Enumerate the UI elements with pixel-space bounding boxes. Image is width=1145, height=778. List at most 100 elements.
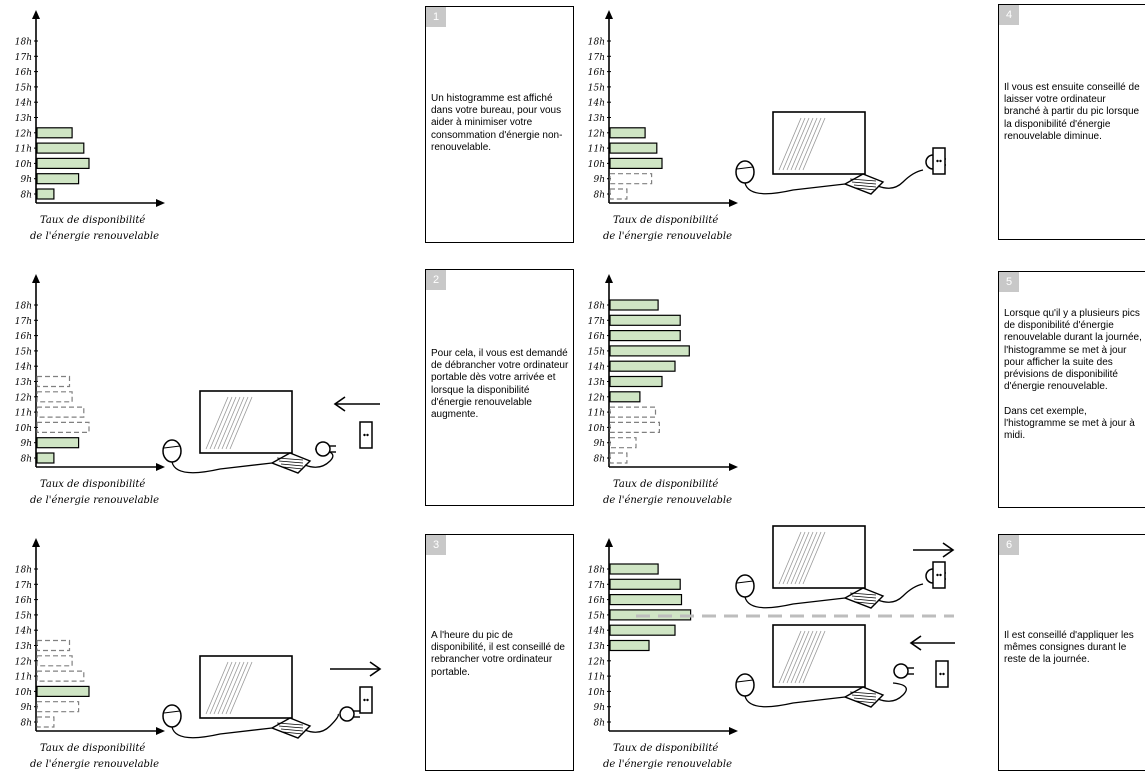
socket-hole — [366, 433, 369, 437]
key-row — [849, 691, 877, 695]
arrowhead — [369, 661, 382, 677]
power-cable — [877, 169, 924, 189]
y-tick-label: 16h — [15, 332, 32, 342]
laptop-keyboard — [843, 587, 885, 609]
bar-dashed-11h — [36, 406, 85, 418]
y-axis-arrow — [605, 10, 613, 19]
step-card-3: 3 A l'heure du pic de disponibilité, il … — [425, 534, 574, 771]
y-tick-label: 9h — [593, 703, 605, 713]
bar-16h — [609, 593, 683, 606]
bar-14h — [609, 360, 676, 372]
key-row — [278, 460, 304, 464]
y-tick-label: 14h — [588, 627, 605, 637]
bar-dashed-13h — [36, 639, 71, 652]
y-tick-label: 14h — [15, 627, 32, 637]
laptop-screen — [772, 525, 866, 589]
y-tick-label: 17h — [15, 317, 32, 327]
y-tick-label: 8h — [593, 455, 605, 465]
screen-shading — [778, 117, 802, 171]
bar-12h — [36, 127, 73, 139]
key-row — [280, 728, 304, 732]
y-tick-label: 11h — [588, 409, 605, 419]
x-axis-label-line2: de l'énergie renouvelable — [603, 495, 732, 506]
screen-shading — [205, 396, 229, 450]
bar-14h — [609, 624, 676, 636]
screen-shading — [225, 661, 249, 715]
laptop-keyboard — [270, 717, 312, 739]
y-tick-label: 15h — [15, 347, 32, 357]
y-tick-label: 17h — [15, 53, 32, 63]
arrowhead — [942, 542, 955, 558]
screen-shading — [786, 630, 810, 684]
x-axis-label-line1: Taux de disponibilité — [613, 479, 718, 490]
socket-hole — [363, 433, 366, 437]
bar-dashed-11h — [36, 670, 85, 682]
screen-shading — [786, 117, 810, 171]
screen-shading — [790, 630, 814, 684]
bar-dashed-12h — [36, 655, 73, 667]
plug-icon — [893, 663, 909, 679]
bar-dashed-8h — [36, 716, 55, 728]
laptop-keyboard — [843, 173, 885, 195]
update-divider-line — [636, 614, 954, 618]
screen-shading — [802, 531, 826, 585]
socket-icon — [932, 147, 946, 175]
screen-shading — [794, 630, 818, 684]
plug-icon — [315, 441, 331, 457]
y-tick-label: 15h — [15, 611, 32, 621]
step-number-badge: 5 — [999, 272, 1019, 292]
y-tick-label: 13h — [15, 642, 32, 652]
y-tick-label: 16h — [588, 68, 605, 78]
key-row — [278, 725, 304, 729]
key-row — [853, 184, 877, 188]
socket-icon — [359, 421, 373, 449]
bar-dashed-10h — [36, 421, 90, 433]
mouse-button-line — [163, 445, 181, 449]
step-number-badge: 3 — [426, 535, 446, 555]
screen-shading — [209, 396, 233, 450]
mouse-button-line — [163, 710, 181, 714]
step-card-1: 1 Un histogramme est affiché dans votre … — [425, 6, 574, 243]
power-cable — [304, 713, 339, 733]
step-number-badge: 1 — [426, 7, 446, 27]
screen-shading — [786, 531, 810, 585]
x-axis-label-line1: Taux de disponibilité — [613, 743, 718, 754]
y-tick-label: 18h — [15, 38, 32, 48]
y-tick-label: 11h — [15, 409, 32, 419]
mouse-cable — [744, 182, 846, 195]
y-tick-label: 12h — [15, 393, 32, 403]
step-number-badge: 2 — [426, 270, 446, 290]
socket-hole — [936, 573, 939, 577]
y-tick-label: 9h — [593, 175, 605, 185]
bar-15h — [609, 345, 690, 357]
step-card-2: 2 Pour cela, il vous est demandé de débr… — [425, 269, 574, 506]
screen-shading — [213, 661, 237, 715]
y-tick-label: 11h — [588, 673, 605, 683]
key-row — [276, 457, 304, 461]
key-row — [280, 463, 304, 467]
y-tick-label: 13h — [588, 642, 605, 652]
bar-17h — [609, 578, 681, 590]
x-axis-label-line2: de l'énergie renouvelable — [30, 759, 159, 770]
bar-12h — [609, 391, 641, 403]
y-tick-label: 14h — [15, 363, 32, 373]
laptop-plug-illustration-top — [735, 525, 955, 609]
bar-10h — [609, 157, 663, 169]
x-axis-arrow — [156, 727, 165, 735]
y-tick-label: 8h — [593, 719, 605, 729]
step-text: Un histogramme est affiché dans votre bu… — [431, 93, 563, 153]
y-tick-label: 14h — [588, 363, 605, 373]
bar-dashed-8h — [609, 452, 628, 464]
key-row — [855, 601, 877, 605]
step-card-6: 6 Il est conseillé d'appliquer les mêmes… — [998, 534, 1145, 771]
screen-shading — [209, 661, 233, 715]
y-tick-label: 13h — [588, 378, 605, 388]
y-tick-label: 18h — [588, 566, 605, 576]
bar-11h — [609, 142, 658, 154]
bar-dashed-11h — [609, 406, 657, 418]
y-tick-label: 15h — [15, 83, 32, 93]
bar-18h — [609, 563, 659, 575]
screen-shading — [778, 531, 802, 585]
